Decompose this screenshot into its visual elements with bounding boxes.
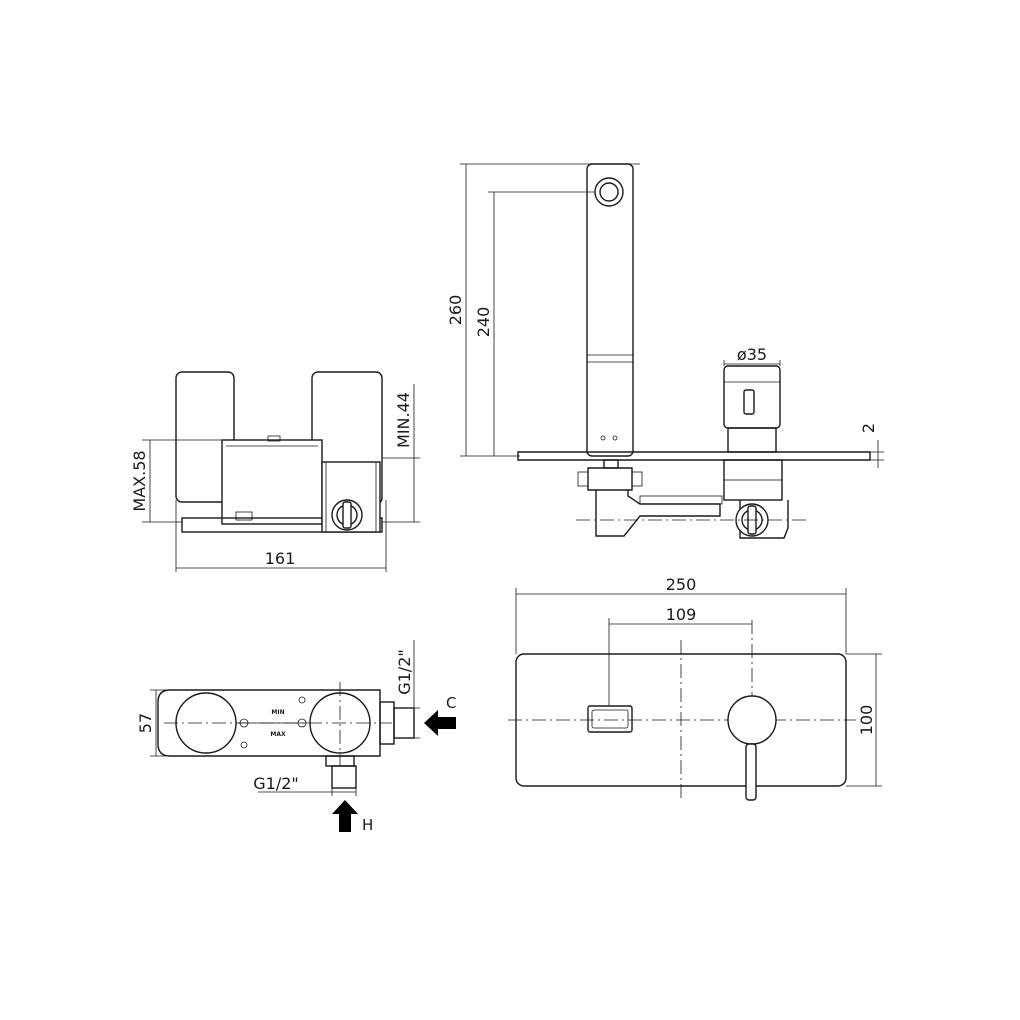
cold-inlet-pipe — [393, 707, 415, 739]
front-max-depth-label: MAX.58 — [130, 450, 149, 511]
side-height-total-label: 260 — [446, 295, 465, 326]
left-cylinder — [175, 371, 235, 503]
side-plate-thickness-label: 2 — [859, 423, 878, 433]
central-body — [221, 439, 323, 525]
handle-base — [727, 427, 777, 453]
hot-inlet-pipe — [331, 765, 357, 789]
side-view: 260 240 ø35 2 — [446, 163, 884, 539]
handle-lever — [745, 743, 757, 801]
front-min-depth-label: MIN.44 — [394, 392, 413, 448]
cold-thread-label: G1/2" — [395, 649, 414, 695]
hot-inlet-arrow-icon — [332, 800, 358, 832]
spout-outlet — [594, 177, 624, 207]
plate-view: 250 109 100 — [508, 575, 882, 801]
spout-outlet-rect — [587, 705, 633, 733]
plate-spacing-label: 109 — [666, 605, 697, 624]
cold-label: C — [446, 694, 456, 712]
side-height-outlet-label: 240 — [474, 307, 493, 338]
hot-label: H — [362, 816, 373, 834]
base-plate — [181, 517, 383, 533]
spout-column — [586, 163, 634, 457]
cover-plate — [517, 451, 871, 461]
body-min-label: MIN — [271, 709, 284, 716]
handle-knob — [727, 695, 777, 745]
valve-housing — [321, 461, 381, 533]
top-depth-label: 57 — [136, 713, 155, 733]
cold-inlet-arrow-icon — [424, 710, 456, 736]
side-diameter-label: ø35 — [737, 345, 767, 364]
front-view: 161 MAX.58 MIN.44 — [130, 371, 420, 572]
body-max-label: MAX — [270, 731, 286, 738]
hot-thread-label: G1/2" — [253, 774, 299, 793]
front-width-label: 161 — [265, 549, 296, 568]
plate-height-label: 100 — [857, 705, 876, 736]
top-view: MIN MAX 57 G1/2" G1/2" C H — [136, 640, 456, 834]
plate-width-label: 250 — [666, 575, 697, 594]
